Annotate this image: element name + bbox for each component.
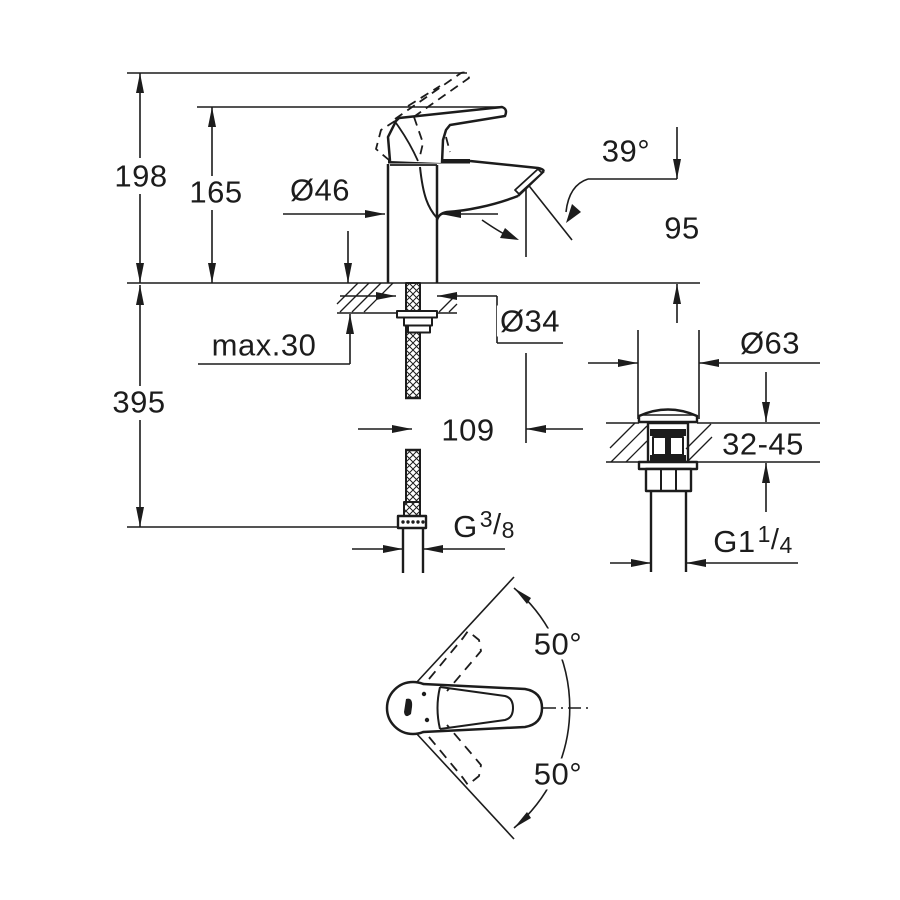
waste-thread-denominator: 4	[779, 532, 793, 558]
dim-flange-diameter: Ø63	[736, 327, 804, 359]
waste-thread-numerator: 1	[757, 521, 771, 547]
supply-thread-numerator: 3	[479, 506, 494, 532]
supply-thread-base: G	[453, 509, 478, 544]
dim-spout-height: 165	[186, 176, 246, 208]
drain-view	[609, 408, 713, 572]
dim-supply-thread: G3/8	[450, 508, 518, 542]
dim-waste-thread: G11/4	[710, 523, 796, 557]
deck-section	[336, 282, 458, 313]
dim-hole-diameter: Ø34	[496, 305, 564, 337]
dim-swivel-angle-lower: 50°	[530, 758, 586, 790]
handle-open-dashed	[375, 71, 470, 161]
handle-rotated-dashed	[428, 630, 482, 786]
dim-counter-thickness: 32-45	[719, 428, 807, 460]
dim-swivel-angle-upper: 50°	[530, 628, 586, 660]
dimension-arrowheads	[136, 73, 770, 567]
dimension-lines	[139, 73, 820, 564]
dim-overall-height: 198	[111, 160, 171, 192]
dim-hose-length: 395	[109, 386, 169, 418]
dim-outlet-height: 95	[661, 212, 703, 244]
dim-spout-reach: 109	[438, 414, 498, 446]
dim-spout-angle: 39°	[598, 135, 654, 167]
extension-lines	[127, 72, 820, 528]
mounting-and-hose	[396, 282, 438, 573]
waste-thread-base: G1	[713, 524, 756, 559]
faucet-front-view	[375, 71, 546, 283]
waste-thread-slash: /	[770, 524, 780, 556]
dim-deck-thickness-max: max.30	[208, 329, 320, 361]
dim-body-diameter: Ø46	[286, 174, 354, 206]
supply-thread-denominator: 8	[501, 517, 515, 543]
handle-top-view	[385, 576, 589, 840]
supply-thread-slash: /	[493, 509, 502, 541]
